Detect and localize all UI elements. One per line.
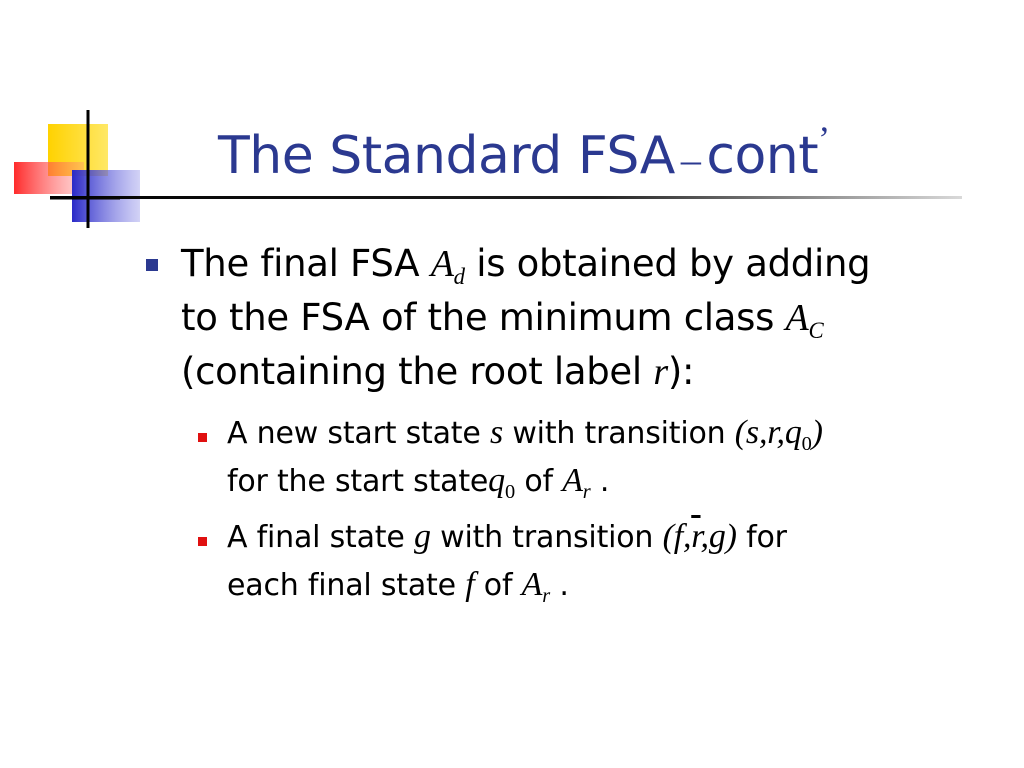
subbullet-line: for the start stateq0 of Ar . [227,462,609,504]
text-span: . [559,568,569,603]
text-span: of [483,568,513,603]
decorative-squares [14,110,140,228]
title-main: The Standard FSA [218,126,675,186]
text-span: each final state [227,568,456,603]
text-span: A new start state [227,416,481,451]
text-span: ): [667,350,695,393]
math-f: f [465,566,475,603]
math-q0: q0 [488,462,515,504]
math-AC: AC [785,297,824,343]
subbullet-line: A final state g with transition (f,r,g) … [227,518,787,556]
math-Ar: Ar [562,462,591,504]
text-span: with transition [512,416,726,451]
subbullet-marker [198,537,207,546]
math-Ad: Ad [430,243,465,289]
title-end: cont [706,126,819,186]
math-s: s [489,414,503,451]
text-span: The final FSA [181,242,420,285]
text-span: is obtained by adding [476,242,871,285]
title-dash: – [680,137,701,182]
math-tuple-frg: (f,r,g) [662,518,737,555]
text-span: for the start state [227,464,489,499]
text-span: for [746,520,787,555]
title-underline [50,196,962,199]
text-span: A final state [227,520,405,555]
math-g: g [413,518,431,555]
page-title: The Standard FSA–cont’ [218,118,830,186]
text-span: of [524,464,553,499]
bullet-line: to the FSA of the minimum class AC [181,296,824,344]
text-span: to the FSA of the minimum class [181,296,775,339]
math-r: r [653,351,668,393]
text-span: (containing the root label [181,350,642,393]
bullet-marker [146,259,158,271]
bullet-line: The final FSA Ad is obtained by adding [181,242,871,290]
title-apostrophe: ’ [818,119,830,159]
text-span: . [599,464,610,499]
subbullet-line: each final state f of Ar . [227,566,569,608]
subbullet-line: A new start state s with transition (s,r… [227,414,823,456]
math-Ar: Ar [521,566,551,608]
text-span: with transition [440,520,654,555]
bullet-line: (containing the root label r): [181,350,694,394]
subbullet-marker [198,433,207,442]
math-tuple-srq0: (s,r,q0) [734,414,823,456]
